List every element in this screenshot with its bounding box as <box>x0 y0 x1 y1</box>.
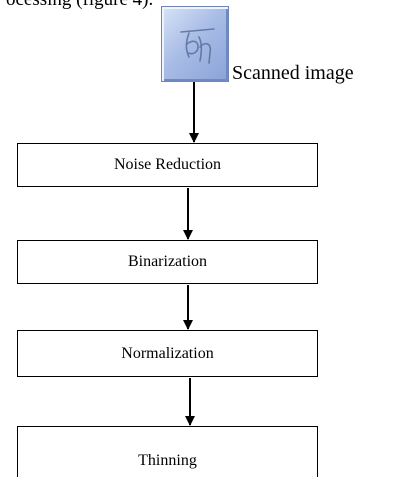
step-binarization: Binarization <box>17 240 318 284</box>
scanned-image-icon <box>161 6 229 82</box>
step-label: Thinning <box>138 452 197 469</box>
step-thinning: Thinning <box>17 426 318 477</box>
step-noise-reduction: Noise Reduction <box>17 143 318 187</box>
step-label: Normalization <box>121 344 214 362</box>
scanned-image-caption: Scanned image <box>232 62 354 84</box>
step-label: Noise Reduction <box>113 156 222 173</box>
step-normalization: Normalization <box>17 330 318 377</box>
step-label: Binarization <box>127 253 208 270</box>
cut-off-text: ocessing (figure 4). <box>6 0 153 10</box>
